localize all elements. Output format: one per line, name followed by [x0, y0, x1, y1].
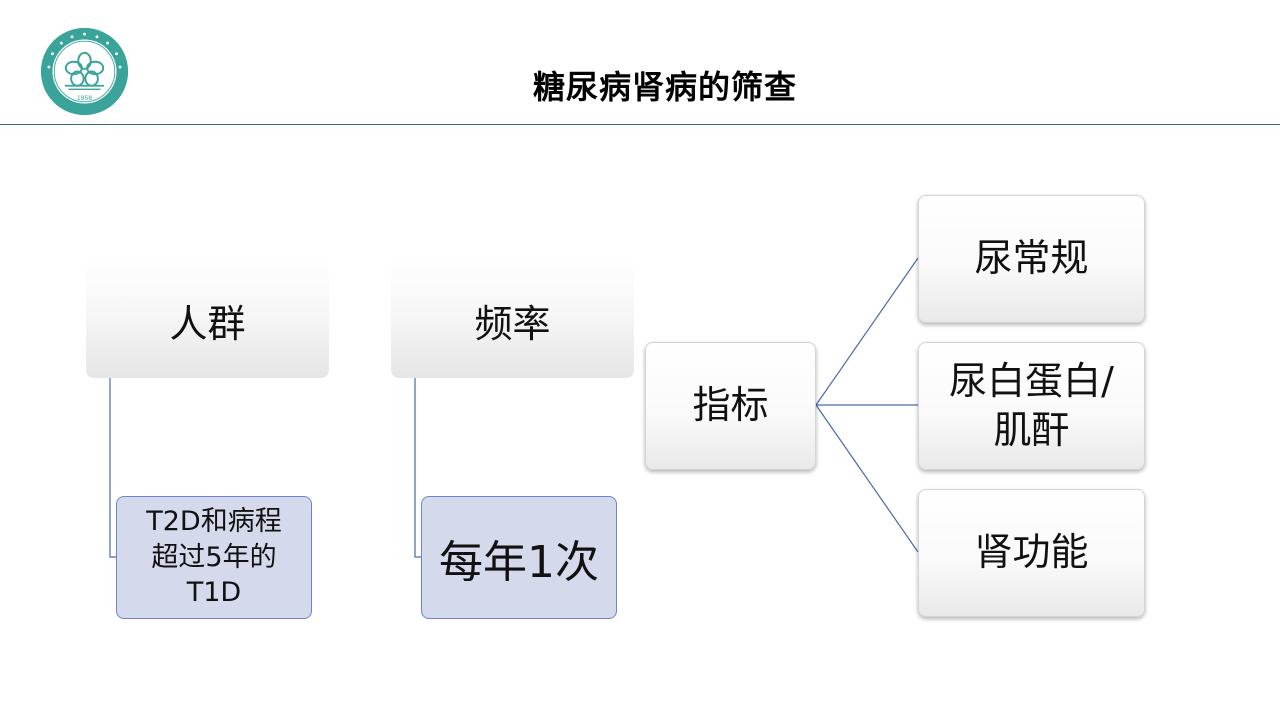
indicator-uacr-line-1: 尿白蛋白/	[949, 358, 1114, 403]
frequency-detail-box: 每年1次	[421, 496, 617, 619]
hospital-logo	[40, 27, 129, 116]
indicator-urinalysis: 尿常规	[918, 195, 1145, 323]
population-detail-box: T2D和病程 超过5年的 T1D	[116, 496, 312, 619]
population-detail-line-3: T1D	[186, 577, 242, 609]
frequency-header: 频率	[391, 255, 634, 378]
frequency-connector	[414, 378, 421, 558]
indicator-renal-function: 肾功能	[918, 489, 1145, 617]
population-detail-line-1: T2D和病程	[146, 506, 282, 538]
population-header-label: 人群	[169, 302, 246, 346]
indicator-urinalysis-label: 尿常规	[974, 236, 1089, 281]
population-connector	[109, 378, 116, 558]
indicator-uacr-line-2: 肌酐	[993, 408, 1070, 452]
frequency-header-label: 频率	[474, 302, 551, 346]
indicators-node: 指标	[645, 342, 816, 470]
frequency-detail-label: 每年1次	[439, 536, 599, 588]
population-detail-line-2: 超过5年的	[151, 541, 277, 573]
slide-title: 糖尿病肾病的筛查	[532, 68, 797, 106]
indicator-uacr: 尿白蛋白/ 肌酐	[918, 342, 1145, 470]
indicator-connector-1	[815, 257, 919, 406]
indicators-label: 指标	[692, 383, 769, 428]
indicator-renal-function-label: 肾功能	[974, 530, 1089, 575]
header-divider	[0, 124, 1280, 125]
logo-year: 1958	[76, 95, 93, 102]
population-header: 人群	[86, 255, 329, 378]
indicator-connector-3	[815, 404, 919, 553]
